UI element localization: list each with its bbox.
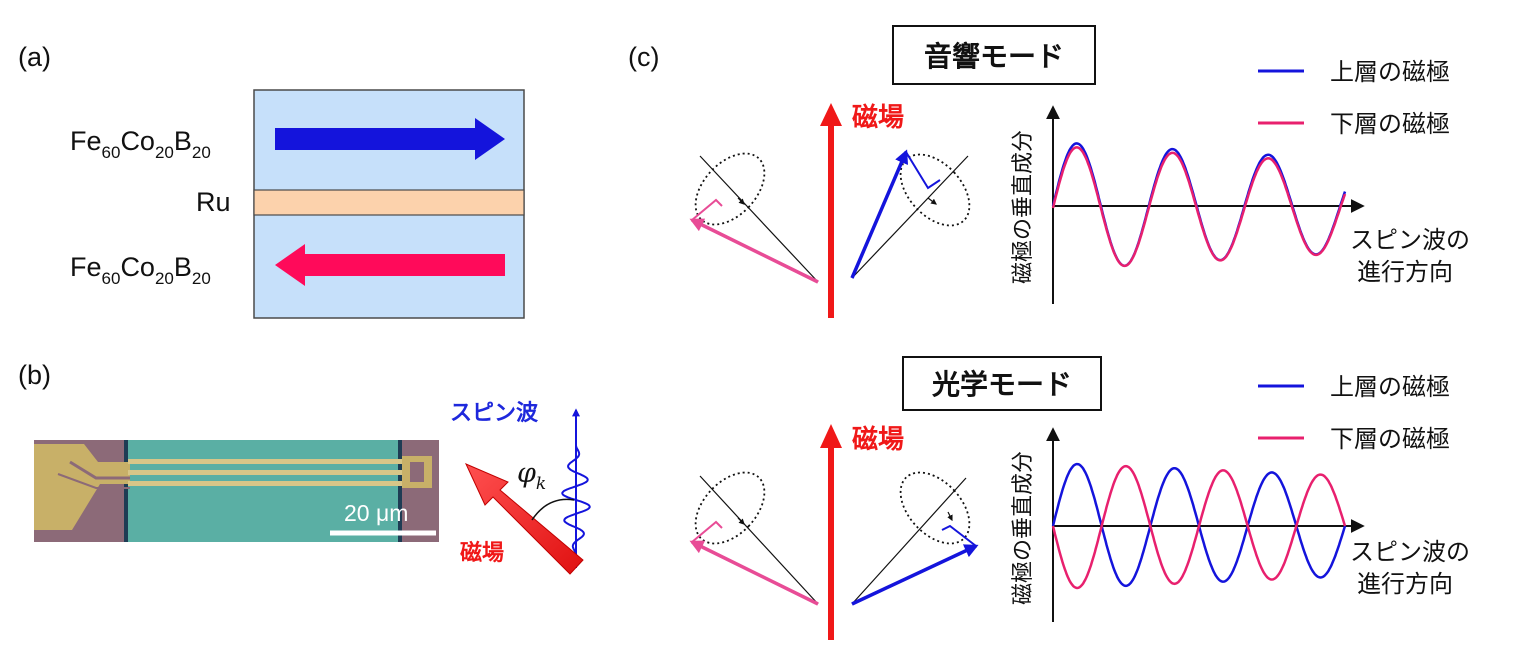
legend-upper-acoustic: 上層の磁極 bbox=[1330, 58, 1450, 86]
optical-lower-wave bbox=[1051, 464, 1347, 590]
lower-moment-acoustic bbox=[689, 218, 819, 284]
acoustic-lower-wave bbox=[1051, 146, 1347, 268]
legend-optical: 上層の磁極 下層の磁極 bbox=[1258, 373, 1450, 453]
precession-cone-lower-optical bbox=[694, 471, 766, 545]
x-label-acoustic-2: 進行方向 bbox=[1357, 258, 1453, 286]
angle-label: φk bbox=[517, 458, 546, 494]
ru-spacer-layer bbox=[253, 189, 525, 216]
optical-mode-plot: 磁極の垂直成分 スピン波の 進行方向 bbox=[1011, 427, 1470, 622]
device-micrograph: 20 μm bbox=[34, 440, 439, 542]
panel-a-label: (a) bbox=[18, 42, 51, 72]
spacer-label: Ru bbox=[196, 187, 231, 217]
top-layer-label: Fe60Co20B20 bbox=[70, 126, 211, 162]
field-label-acoustic: 磁場 bbox=[852, 102, 904, 133]
field-label-optical: 磁場 bbox=[852, 424, 904, 455]
x-label-optical-2: 進行方向 bbox=[1357, 570, 1453, 598]
precession-cone-upper-optical bbox=[899, 471, 971, 545]
acoustic-mode: 音響モード 磁場 磁極の垂直成分 スピン波の 進行方向 上層の磁極 bbox=[689, 25, 1470, 318]
panel-a: (a) Fe60Co20B20 Ru Fe60Co20B20 bbox=[18, 42, 525, 319]
acoustic-upper-wave bbox=[1051, 142, 1347, 267]
panel-b: (b) 20 μm スピン波 bbox=[18, 360, 591, 575]
legend-lower-optical: 下層の磁極 bbox=[1330, 425, 1450, 453]
spin-wave-label: スピン波 bbox=[450, 401, 539, 426]
precession-cone-lower-acoustic bbox=[694, 152, 766, 226]
panel-c-label: (c) bbox=[628, 42, 659, 72]
upper-moment-optical bbox=[851, 544, 979, 606]
legend-upper-optical: 上層の磁極 bbox=[1330, 373, 1450, 401]
acoustic-mode-plot: 磁極の垂直成分 スピン波の 進行方向 bbox=[1011, 105, 1470, 304]
legend-acoustic: 上層の磁極 下層の磁極 bbox=[1258, 58, 1450, 138]
spin-wave-field-schematic: スピン波 磁場 φk bbox=[450, 401, 591, 575]
lower-moment-optical bbox=[689, 540, 819, 606]
angle-arc bbox=[531, 498, 575, 521]
spin-wave-oscillation bbox=[561, 445, 591, 555]
acoustic-mode-title: 音響モード bbox=[924, 40, 1064, 73]
optical-mode-title: 光学モード bbox=[931, 368, 1072, 401]
legend-lower-acoustic: 下層の磁極 bbox=[1330, 110, 1450, 138]
upper-moment-acoustic bbox=[850, 149, 909, 279]
lower-magnetization-arrow bbox=[275, 244, 505, 286]
bottom-layer-label: Fe60Co20B20 bbox=[70, 252, 211, 288]
y-label-acoustic: 磁極の垂直成分 bbox=[1011, 130, 1036, 284]
y-label-optical: 磁極の垂直成分 bbox=[1011, 451, 1036, 605]
field-label-b: 磁場 bbox=[460, 540, 504, 566]
acoustic-mode-title-box bbox=[892, 25, 1096, 85]
x-label-optical-1: スピン波の bbox=[1350, 538, 1470, 566]
optical-mode: 光学モード 磁場 磁極の垂直成分 スピン波の 進行方向 上層の磁極 下層の磁極 bbox=[689, 356, 1470, 640]
field-arrow-b bbox=[464, 463, 584, 575]
x-label-acoustic-1: スピン波の bbox=[1350, 226, 1470, 254]
optical-mode-title-box bbox=[902, 356, 1102, 411]
upper-magnetization-arrow bbox=[275, 118, 505, 160]
panel-b-label: (b) bbox=[18, 360, 51, 390]
scale-bar-label: 20 μm bbox=[344, 500, 408, 526]
